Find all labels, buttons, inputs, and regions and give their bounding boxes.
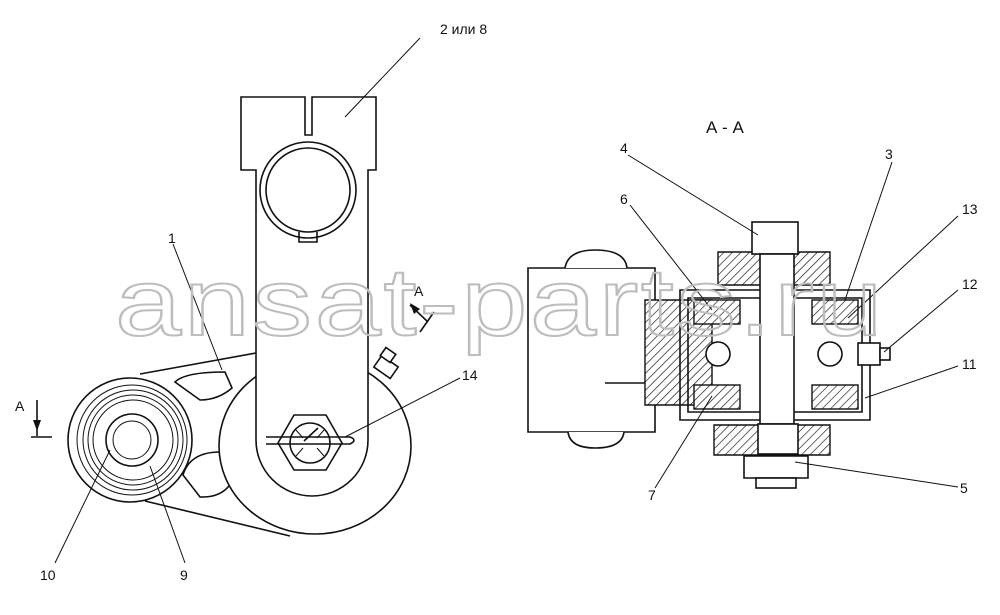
bolt-head bbox=[751, 221, 799, 255]
grease-nipple bbox=[372, 346, 400, 380]
label-9: 9 bbox=[180, 567, 188, 583]
tensioner-arm-view: А А bbox=[15, 96, 435, 537]
bracket-window-upper bbox=[173, 371, 233, 401]
clamp-bore-outer bbox=[259, 141, 357, 239]
bearing-top-right bbox=[811, 299, 859, 325]
label-11: 11 bbox=[962, 356, 977, 372]
label-7: 7 bbox=[648, 487, 656, 503]
axle-lower bbox=[757, 423, 799, 455]
arm-stub-top-boss bbox=[564, 249, 628, 269]
ball-right bbox=[817, 341, 843, 367]
label-1: 1 bbox=[168, 230, 176, 246]
label-10: 10 bbox=[40, 567, 56, 583]
roller-shell bbox=[679, 289, 871, 421]
section-mark-left: А bbox=[15, 398, 52, 438]
bearing-bottom-left bbox=[693, 384, 741, 410]
section-letter-right: А bbox=[414, 283, 424, 299]
label-14: 14 bbox=[462, 367, 478, 383]
lock-nut bbox=[743, 455, 809, 479]
label-2-or-8: 2 или 8 bbox=[440, 21, 487, 37]
belt-lower-edge bbox=[144, 500, 291, 537]
section-letter-left: А bbox=[15, 398, 25, 414]
label-4: 4 bbox=[620, 140, 628, 156]
ball-left bbox=[705, 341, 731, 367]
section-title: А - А bbox=[706, 118, 744, 137]
leader-lines bbox=[54, 37, 959, 564]
label-3: 3 bbox=[885, 146, 893, 162]
axle bbox=[759, 253, 795, 425]
label-13: 13 bbox=[962, 201, 978, 217]
label-12: 12 bbox=[962, 276, 978, 292]
label-5: 5 bbox=[960, 480, 968, 496]
crank-pulley bbox=[67, 377, 193, 503]
cotter-pin bbox=[266, 436, 355, 445]
arm-stub-bottom-boss bbox=[567, 431, 625, 449]
castle-nut bbox=[266, 414, 355, 471]
bearing-bottom-right bbox=[811, 384, 859, 410]
section-mark-right: А bbox=[409, 283, 435, 333]
watermark: ansat-parts.ru bbox=[115, 249, 885, 356]
bearing-top-left bbox=[693, 299, 741, 325]
bore-key-notch bbox=[298, 232, 318, 243]
callout-labels: 1 2 или 8 3 4 5 6 7 9 10 11 12 13 14 bbox=[40, 21, 978, 583]
section-a-a-view: А - А bbox=[527, 118, 891, 489]
label-6: 6 bbox=[620, 191, 628, 207]
clamp-bore-inner bbox=[265, 147, 351, 233]
